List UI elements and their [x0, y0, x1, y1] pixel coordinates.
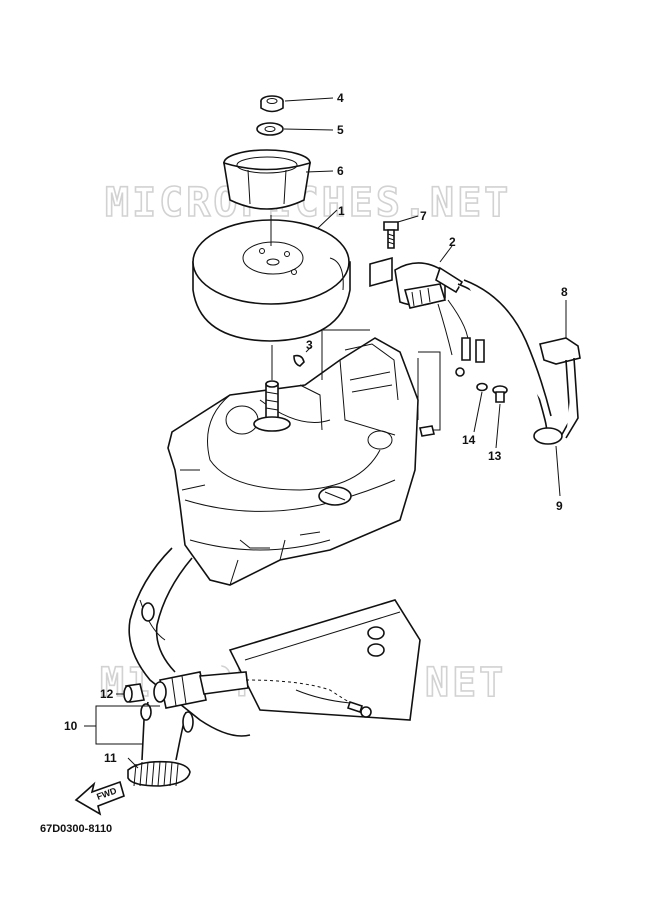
callout-label-14: 14: [462, 433, 476, 447]
callout-label-2: 2: [449, 235, 456, 249]
switch-wire-dashed: [245, 679, 357, 707]
part-4-nut: [260, 95, 284, 113]
part-6-starter-cup: [223, 149, 311, 210]
watermark-top: MICROFICHES.NET: [105, 180, 511, 226]
callout-label-12: 12: [100, 687, 114, 701]
wire-connector: [461, 337, 471, 361]
leader-14: [473, 391, 483, 433]
part-11-lanyard: [127, 701, 194, 787]
switch-wire: [295, 689, 351, 704]
leader-1: [317, 209, 338, 229]
power-head: [167, 337, 419, 586]
callout-label-13: 13: [488, 449, 502, 463]
coil-ground-line: [418, 351, 441, 431]
callout-label-10: 10: [64, 719, 78, 733]
fwd-arrow: FWD: [74, 780, 125, 816]
callout-label-11: 11: [104, 751, 117, 765]
callout-label-8: 8: [561, 285, 568, 299]
part-7-bolt: [383, 221, 399, 249]
switch-wire-terminal: [346, 700, 372, 718]
leader-3: [305, 345, 313, 353]
callout-label-7: 7: [420, 209, 427, 223]
leader-2: [439, 245, 453, 263]
callout-label-9: 9: [556, 499, 563, 513]
leader-10: [95, 705, 160, 745]
leader-5: [283, 128, 334, 131]
callout-label-5: 5: [337, 123, 344, 137]
callout-label-3: 3: [306, 338, 313, 352]
leader-7: [397, 215, 419, 223]
leader-6: [305, 170, 334, 173]
part-3-key: [293, 354, 305, 367]
callout-label-4: 4: [337, 91, 344, 105]
terminal-ring: [455, 367, 465, 377]
coil-wire-b: [437, 303, 453, 356]
part-13-screw: [492, 385, 508, 403]
ground-terminal: [419, 425, 435, 437]
part-10-stop-switch: [153, 671, 249, 709]
callout-label-6: 6: [337, 164, 344, 178]
part-5-washer: [256, 122, 284, 136]
crankshaft-end: [253, 380, 291, 432]
part-8-plug-cap-lead: [457, 279, 581, 445]
lower-bracket: [128, 547, 421, 737]
leader-13: [495, 403, 501, 449]
callout-label-1: 1: [338, 204, 345, 218]
coil-mount-line: [321, 329, 370, 380]
wire-connector-b: [475, 339, 485, 363]
diagram-code: 67D0300-8110: [40, 823, 112, 835]
part-12-cap: [123, 683, 145, 703]
leader-11: [127, 757, 139, 769]
part-14-washer: [476, 382, 488, 392]
part-2-ignition-coil: [369, 256, 464, 309]
leader-9: [555, 445, 561, 497]
part-1-flywheel: [192, 219, 351, 342]
leader-4: [284, 97, 334, 102]
